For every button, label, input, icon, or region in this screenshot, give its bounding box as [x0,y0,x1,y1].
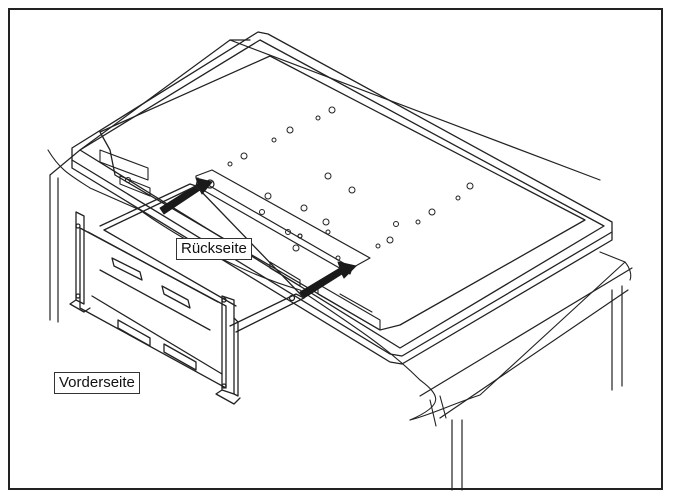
label-front: Vorderseite [54,372,140,394]
stand [69,183,305,405]
illustration-frame [8,8,663,490]
label-back: Rückseite [176,238,252,260]
cloth [47,149,632,427]
tv-side-brackets [99,149,381,331]
mounting-arrow-icon [159,177,357,299]
table [49,39,633,491]
screw-holes [227,106,474,261]
